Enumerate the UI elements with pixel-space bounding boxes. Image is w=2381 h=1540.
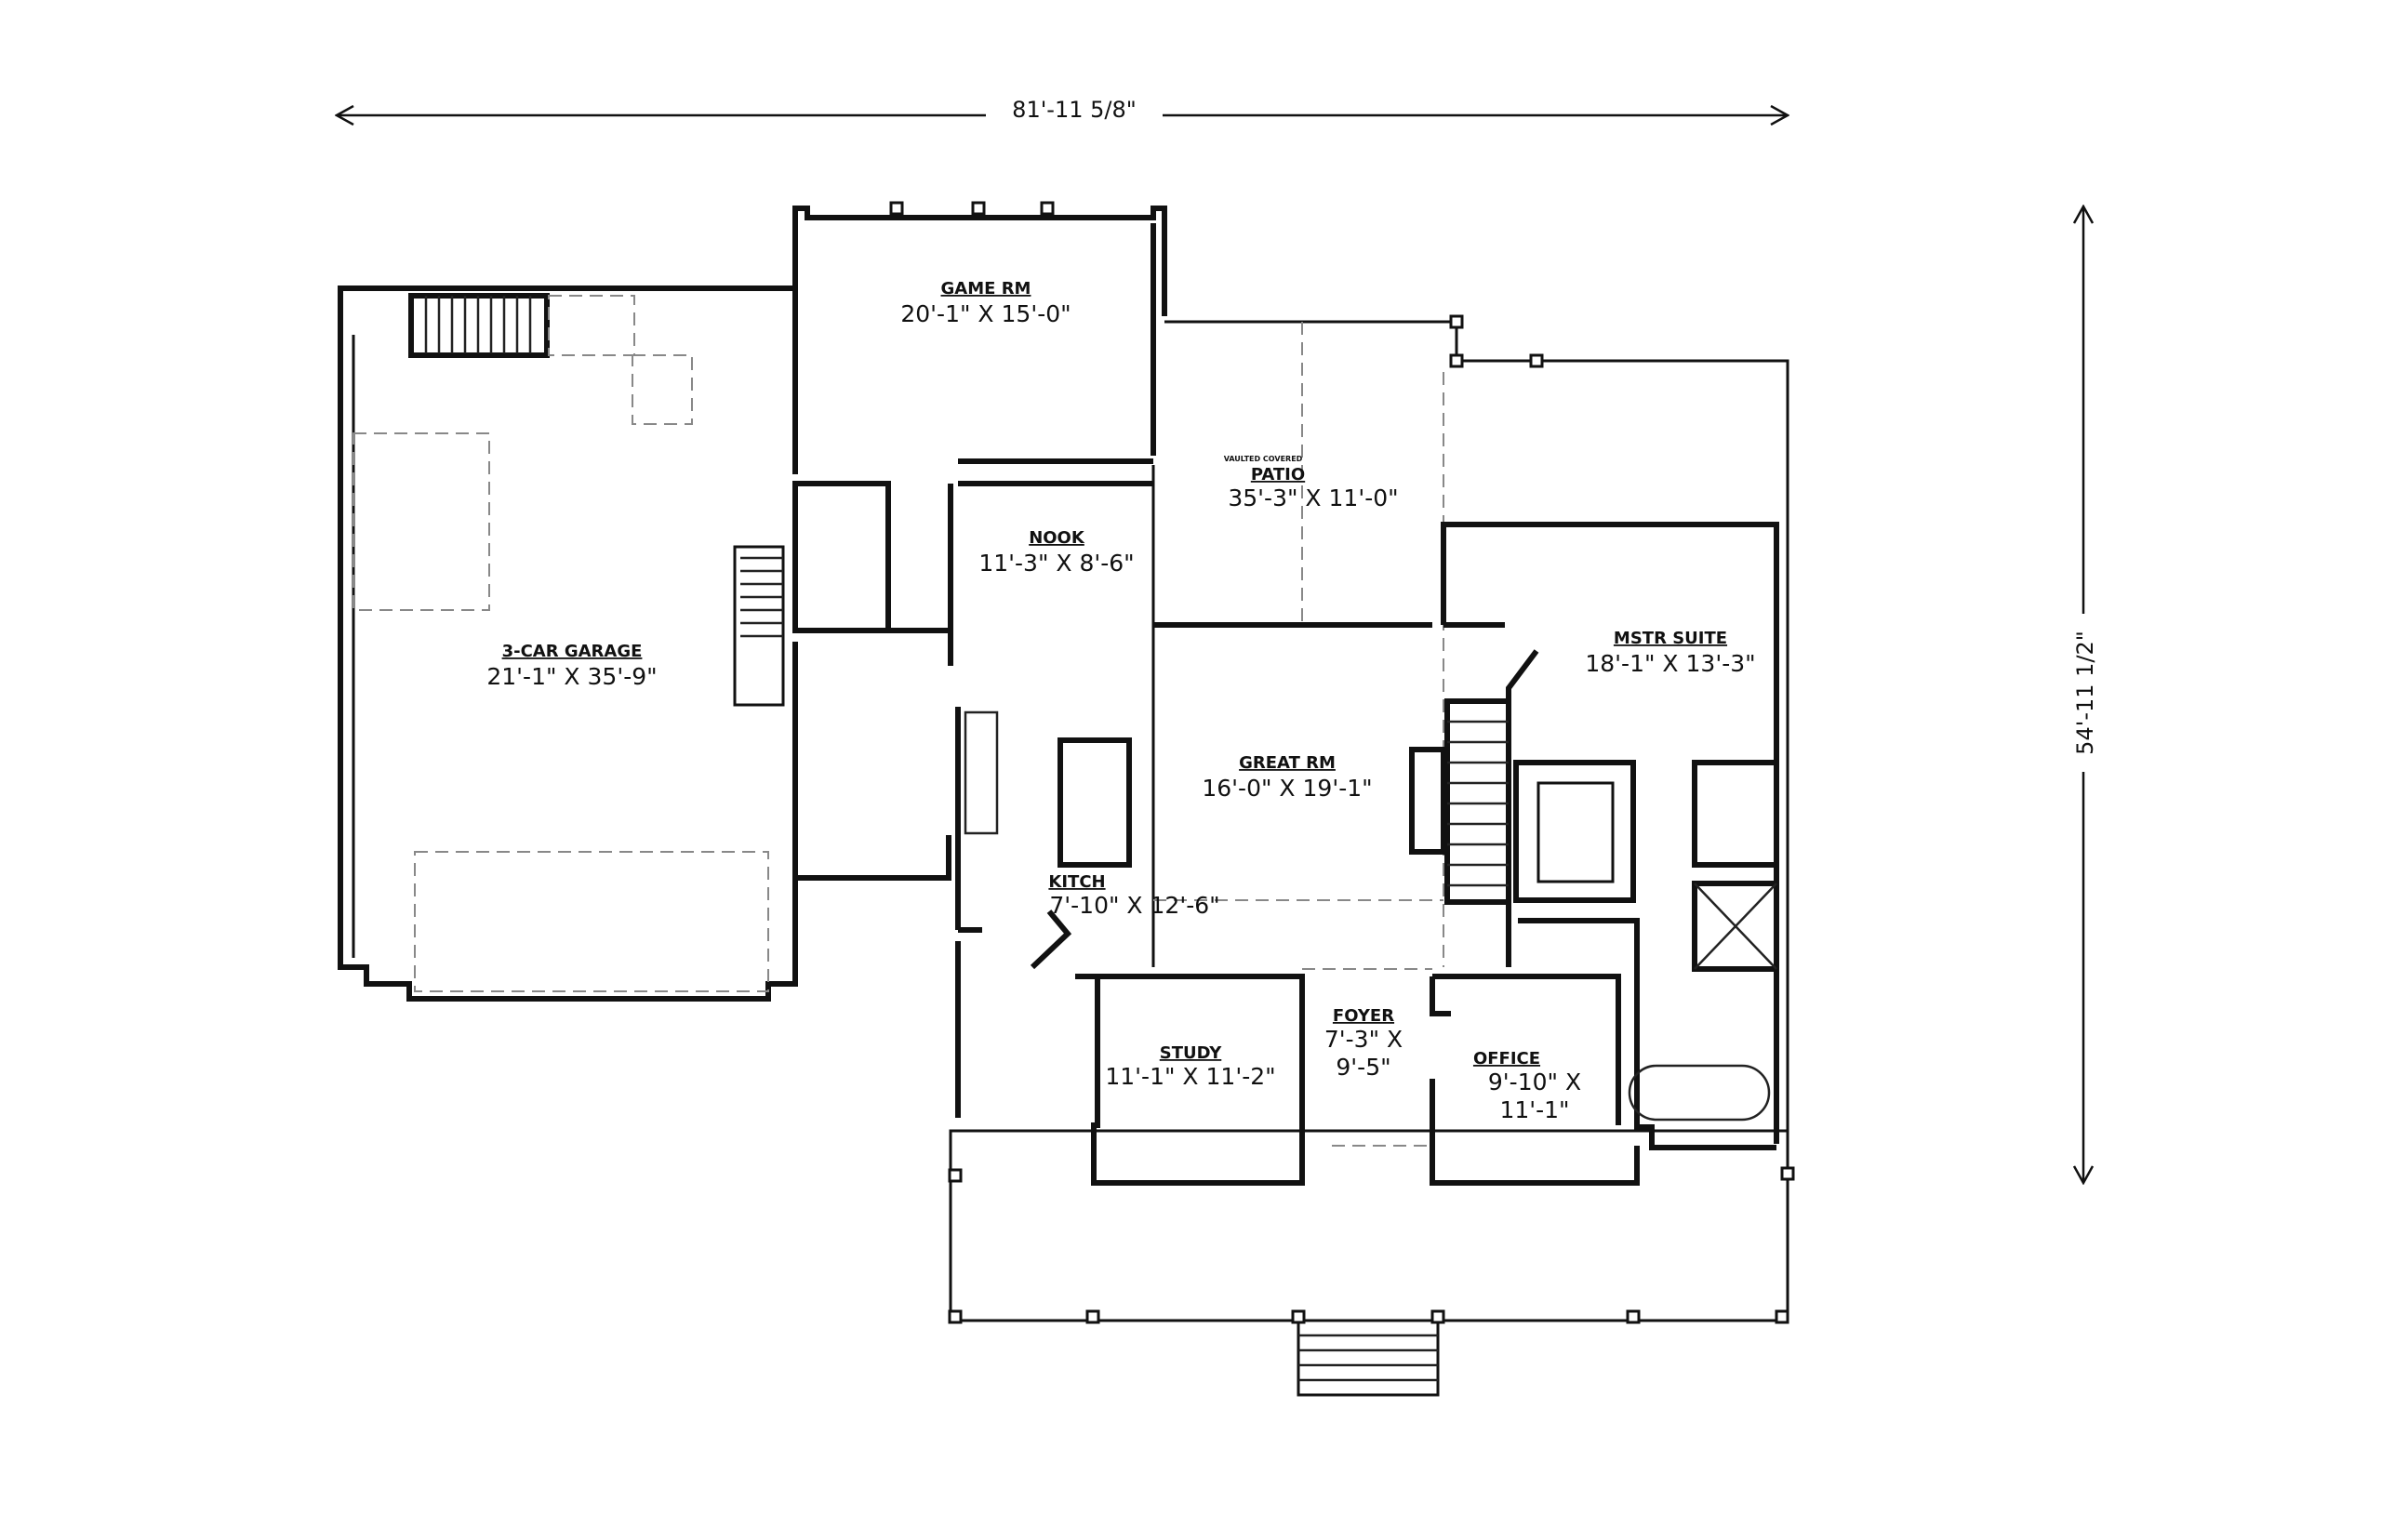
room-patio-size: 35'-3" X 11'-0" [1228, 485, 1398, 511]
room-garage: 3-CAR GARAGE 21'-1" X 35'-9" [486, 642, 657, 690]
room-foyer-size-line1: 7'-3" X [1324, 1026, 1403, 1053]
room-game-size: 20'-1" X 15'-0" [900, 300, 1071, 327]
width-dimension: 81'-11 5/8" [337, 97, 1788, 128]
room-study-size: 11'-1" X 11'-2" [1105, 1063, 1275, 1090]
room-patio-name: PATIO [1251, 465, 1305, 485]
room-foyer-size-line2: 9'-5" [1336, 1054, 1390, 1081]
garage [338, 283, 798, 1002]
room-foyer: FOYER 7'-3" X 9'-5" [1324, 1006, 1403, 1081]
room-office-name: OFFICE [1473, 1049, 1540, 1069]
depth-dimension-label: 54'-11 1/2" [2072, 631, 2098, 755]
room-nook-size: 11'-3" X 8'-6" [978, 550, 1134, 577]
room-kitchen: KITCH 7'-10" X 12'-6" [1048, 872, 1219, 919]
room-study: STUDY 11'-1" X 11'-2" [1105, 1043, 1275, 1090]
room-office: OFFICE 9'-10" X 11'-1" [1473, 1049, 1581, 1123]
room-nook: NOOK 11'-3" X 8'-6" [978, 528, 1134, 577]
room-master-suite-name: MSTR SUITE [1614, 629, 1727, 648]
room-garage-name: 3-CAR GARAGE [502, 642, 643, 661]
room-kitchen-name: KITCH [1048, 872, 1105, 892]
room-nook-name: NOOK [1029, 528, 1085, 548]
width-dimension-label: 81'-11 5/8" [1012, 97, 1137, 123]
room-patio: VAULTED COVERED PATIO 35'-3" X 11'-0" [1224, 455, 1399, 511]
room-garage-size: 21'-1" X 35'-9" [486, 663, 657, 690]
room-game: GAME RM 20'-1" X 15'-0" [900, 279, 1071, 327]
posts [889, 201, 1795, 1324]
room-great: GREAT RM 16'-0" X 19'-1" [1202, 753, 1372, 802]
room-game-name: GAME RM [941, 279, 1031, 299]
house-walls [792, 206, 1789, 1397]
depth-dimension: 54'-11 1/2" [2067, 206, 2100, 1183]
room-foyer-name: FOYER [1333, 1006, 1394, 1026]
room-patio-note: VAULTED COVERED [1224, 455, 1303, 463]
room-great-name: GREAT RM [1239, 753, 1336, 773]
room-master-suite-size: 18'-1" X 13'-3" [1585, 650, 1755, 677]
room-study-name: STUDY [1160, 1043, 1222, 1063]
room-great-size: 16'-0" X 19'-1" [1202, 775, 1372, 802]
room-master-suite: MSTR SUITE 18'-1" X 13'-3" [1585, 629, 1755, 677]
room-kitchen-size: 7'-10" X 12'-6" [1049, 892, 1219, 919]
room-office-size-line1: 9'-10" X [1488, 1069, 1581, 1095]
room-office-size-line2: 11'-1" [1499, 1096, 1569, 1123]
